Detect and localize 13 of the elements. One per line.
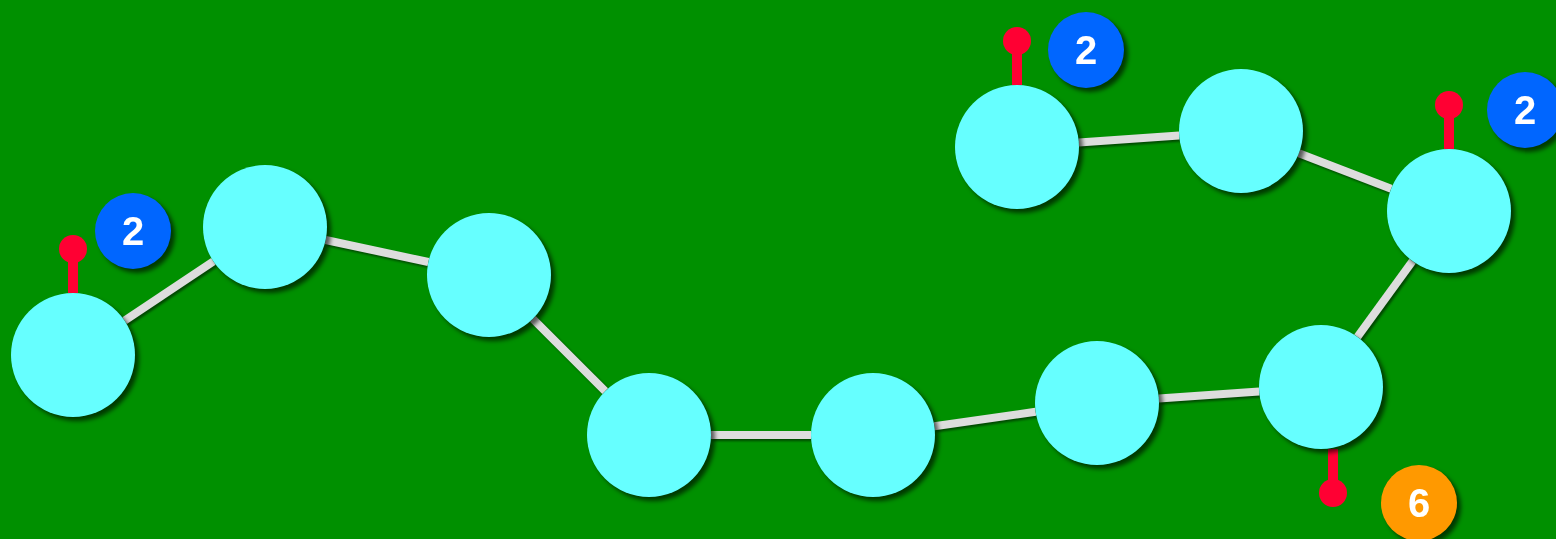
connector-line <box>933 407 1037 431</box>
connector-line <box>1158 387 1260 403</box>
connector-line <box>1297 149 1393 193</box>
count-badge: 6 <box>1381 465 1457 539</box>
connector-line <box>1078 131 1180 147</box>
connector-line <box>324 236 430 266</box>
count-badge: 2 <box>1048 12 1124 88</box>
count-badge: 2 <box>1487 72 1556 148</box>
connector-line <box>711 431 811 439</box>
count-badge: 2 <box>95 193 171 269</box>
connector-line <box>122 258 216 324</box>
connector-line <box>1354 258 1416 340</box>
connector-line <box>530 316 608 394</box>
